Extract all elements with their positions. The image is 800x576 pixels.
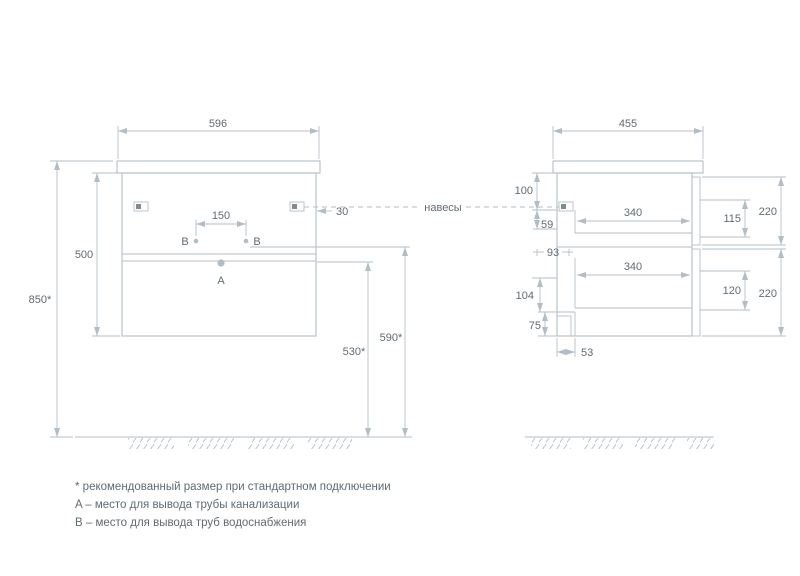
footnotes: * рекомендованный размер при стандартном… <box>75 481 391 529</box>
side-hanger-bracket <box>558 201 574 212</box>
hangers-callout: навесы <box>304 202 559 214</box>
dim-overall-height-label: 850* <box>29 294 52 306</box>
dim-cabinet-height-label: 500 <box>75 249 93 261</box>
dim-plinth-height: 75 <box>529 311 557 337</box>
dim-recess-depth-label: 53 <box>581 347 593 359</box>
side-drawer-front-top <box>691 176 701 246</box>
dim-front-panel-top: 220 <box>702 176 786 246</box>
dim-cabinet-height: 500 <box>75 172 120 337</box>
point-b-right-marker <box>243 238 249 244</box>
footnote-point-b: B – место для вывода труб водоснабжения <box>75 517 306 529</box>
dim-front-panel-bottom-label: 220 <box>759 288 777 300</box>
dim-drawer-box-bottom-label: 120 <box>723 285 741 297</box>
side-drawer-box-bottom <box>574 258 692 309</box>
dim-back-clearance: 93 <box>533 247 573 259</box>
side-cabinet-body <box>556 172 693 337</box>
dim-tap-spacing-label: 150 <box>212 210 230 222</box>
hangers-callout-label: навесы <box>424 202 462 214</box>
point-b-left-marker <box>193 238 199 244</box>
front-view: B B A 596 850* 500 150 <box>29 118 410 438</box>
dim-tap-spacing: 150 <box>195 210 247 236</box>
floor-hatching <box>128 438 714 449</box>
footnote-recommended-size: * рекомендованный размер при стандартном… <box>75 481 391 493</box>
dim-recess-depth: 53 <box>556 338 593 359</box>
dim-recess-rise: 104 <box>516 277 557 312</box>
front-countertop <box>116 160 321 174</box>
dim-front-panel-top-label: 220 <box>759 206 777 218</box>
floor <box>75 436 714 449</box>
dim-front-width: 596 <box>117 118 320 159</box>
footnote-point-a: A – место для вывода трубы канализации <box>75 499 299 511</box>
dim-bracket-offset: 30 <box>317 206 348 218</box>
dim-supply-height: 590* <box>250 246 410 437</box>
dim-drain-height-label: 530* <box>343 346 366 358</box>
dim-hanger-offset-label: 59 <box>541 219 553 231</box>
hanger-bracket-left <box>133 201 149 212</box>
dim-back-clearance-label: 93 <box>547 247 559 259</box>
dim-side-depth-label: 455 <box>619 118 637 130</box>
dim-recess-rise-label: 104 <box>516 290 534 302</box>
side-drawer-box-top <box>574 210 692 234</box>
dim-drain-height: 530* <box>317 261 373 437</box>
dim-overall-height: 850* <box>29 160 113 438</box>
dim-front-panel-bottom: 220 <box>702 248 786 337</box>
dim-drawer-box-top: 115 <box>700 199 750 238</box>
dim-bracket-offset-label: 30 <box>336 206 348 218</box>
dim-drawer-inner-bottom: 340 <box>577 261 690 278</box>
dim-drawer-box-top-label: 115 <box>723 213 741 225</box>
dim-drawer-box-bottom: 120 <box>700 270 750 311</box>
dim-supply-height-label: 590* <box>380 332 403 344</box>
point-a-label: A <box>217 275 225 287</box>
side-drawer-front-bottom <box>691 248 701 337</box>
dim-plinth-height-label: 75 <box>529 320 541 332</box>
point-b-left-label: B <box>181 236 188 248</box>
dim-drawer-inner-top: 340 <box>577 207 690 224</box>
front-cabinet-body <box>121 172 317 337</box>
dim-hanger-offset: 59 <box>533 210 557 231</box>
side-countertop <box>552 160 704 174</box>
dim-drawer-inner-bottom-label: 340 <box>624 261 642 273</box>
side-plinth-recess <box>557 311 576 336</box>
dim-top-clearance: 100 <box>515 172 557 211</box>
point-b-right-label: B <box>253 236 260 248</box>
dim-drawer-inner-top-label: 340 <box>624 207 642 219</box>
hanger-bracket-right <box>289 201 305 212</box>
dim-front-width-label: 596 <box>209 118 227 130</box>
side-view: 455 100 59 93 104 <box>515 118 786 359</box>
dim-side-depth: 455 <box>552 118 704 159</box>
dim-top-clearance-label: 100 <box>515 185 533 197</box>
point-a-marker <box>217 259 225 267</box>
